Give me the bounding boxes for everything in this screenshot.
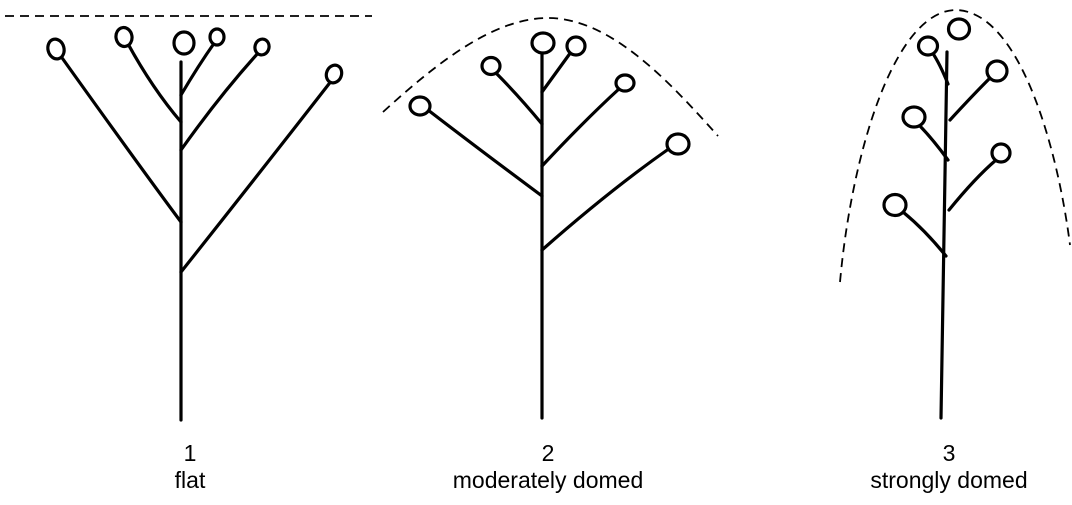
flower-head bbox=[324, 63, 344, 85]
panel-moderately-domed-drawing bbox=[382, 17, 719, 420]
branch bbox=[179, 40, 217, 97]
flower-head bbox=[946, 17, 972, 41]
flower-head bbox=[901, 105, 927, 129]
panel-flat-drawing bbox=[5, 15, 372, 422]
flower-head bbox=[480, 55, 502, 77]
flower-head bbox=[916, 35, 940, 57]
flower-head bbox=[530, 31, 556, 55]
panel-strongly-domed-drawing bbox=[839, 9, 1071, 420]
panel-caption-moderately-domed: 2 moderately domed bbox=[438, 440, 658, 494]
panel-caption-flat: 1 flat bbox=[80, 440, 300, 494]
flower-head bbox=[990, 142, 1012, 164]
branch bbox=[179, 78, 334, 274]
branch bbox=[948, 76, 992, 122]
flower-head bbox=[565, 35, 587, 57]
branch bbox=[179, 50, 261, 152]
panel-number: 1 bbox=[183, 440, 197, 466]
panel-number: 2 bbox=[541, 440, 555, 466]
branch bbox=[947, 158, 998, 212]
dome-outline-curve bbox=[382, 17, 719, 137]
branch bbox=[540, 50, 573, 94]
branch bbox=[58, 53, 183, 224]
panel-number: 3 bbox=[942, 440, 956, 466]
flower-head bbox=[408, 95, 432, 117]
dome-outline-curve bbox=[839, 9, 1071, 283]
flower-head bbox=[172, 30, 196, 56]
flower-head bbox=[882, 192, 908, 218]
branch bbox=[540, 146, 672, 252]
main-stem bbox=[939, 50, 949, 420]
branch bbox=[426, 108, 544, 198]
branch bbox=[901, 210, 948, 258]
flower-head bbox=[208, 27, 226, 47]
flower-head bbox=[114, 25, 134, 49]
flower-head bbox=[46, 37, 66, 61]
panel-label: moderately domed bbox=[452, 467, 644, 493]
branch bbox=[493, 70, 544, 126]
panel-label: strongly domed bbox=[870, 467, 1028, 493]
panel-label: flat bbox=[174, 467, 206, 493]
branch bbox=[916, 122, 950, 162]
flower-head bbox=[614, 73, 636, 93]
flower-head bbox=[665, 132, 691, 156]
flower-head bbox=[985, 59, 1009, 83]
branch bbox=[540, 86, 622, 168]
branch bbox=[125, 40, 183, 124]
flower-head bbox=[253, 37, 271, 57]
panel-caption-strongly-domed: 3 strongly domed bbox=[839, 440, 1059, 494]
